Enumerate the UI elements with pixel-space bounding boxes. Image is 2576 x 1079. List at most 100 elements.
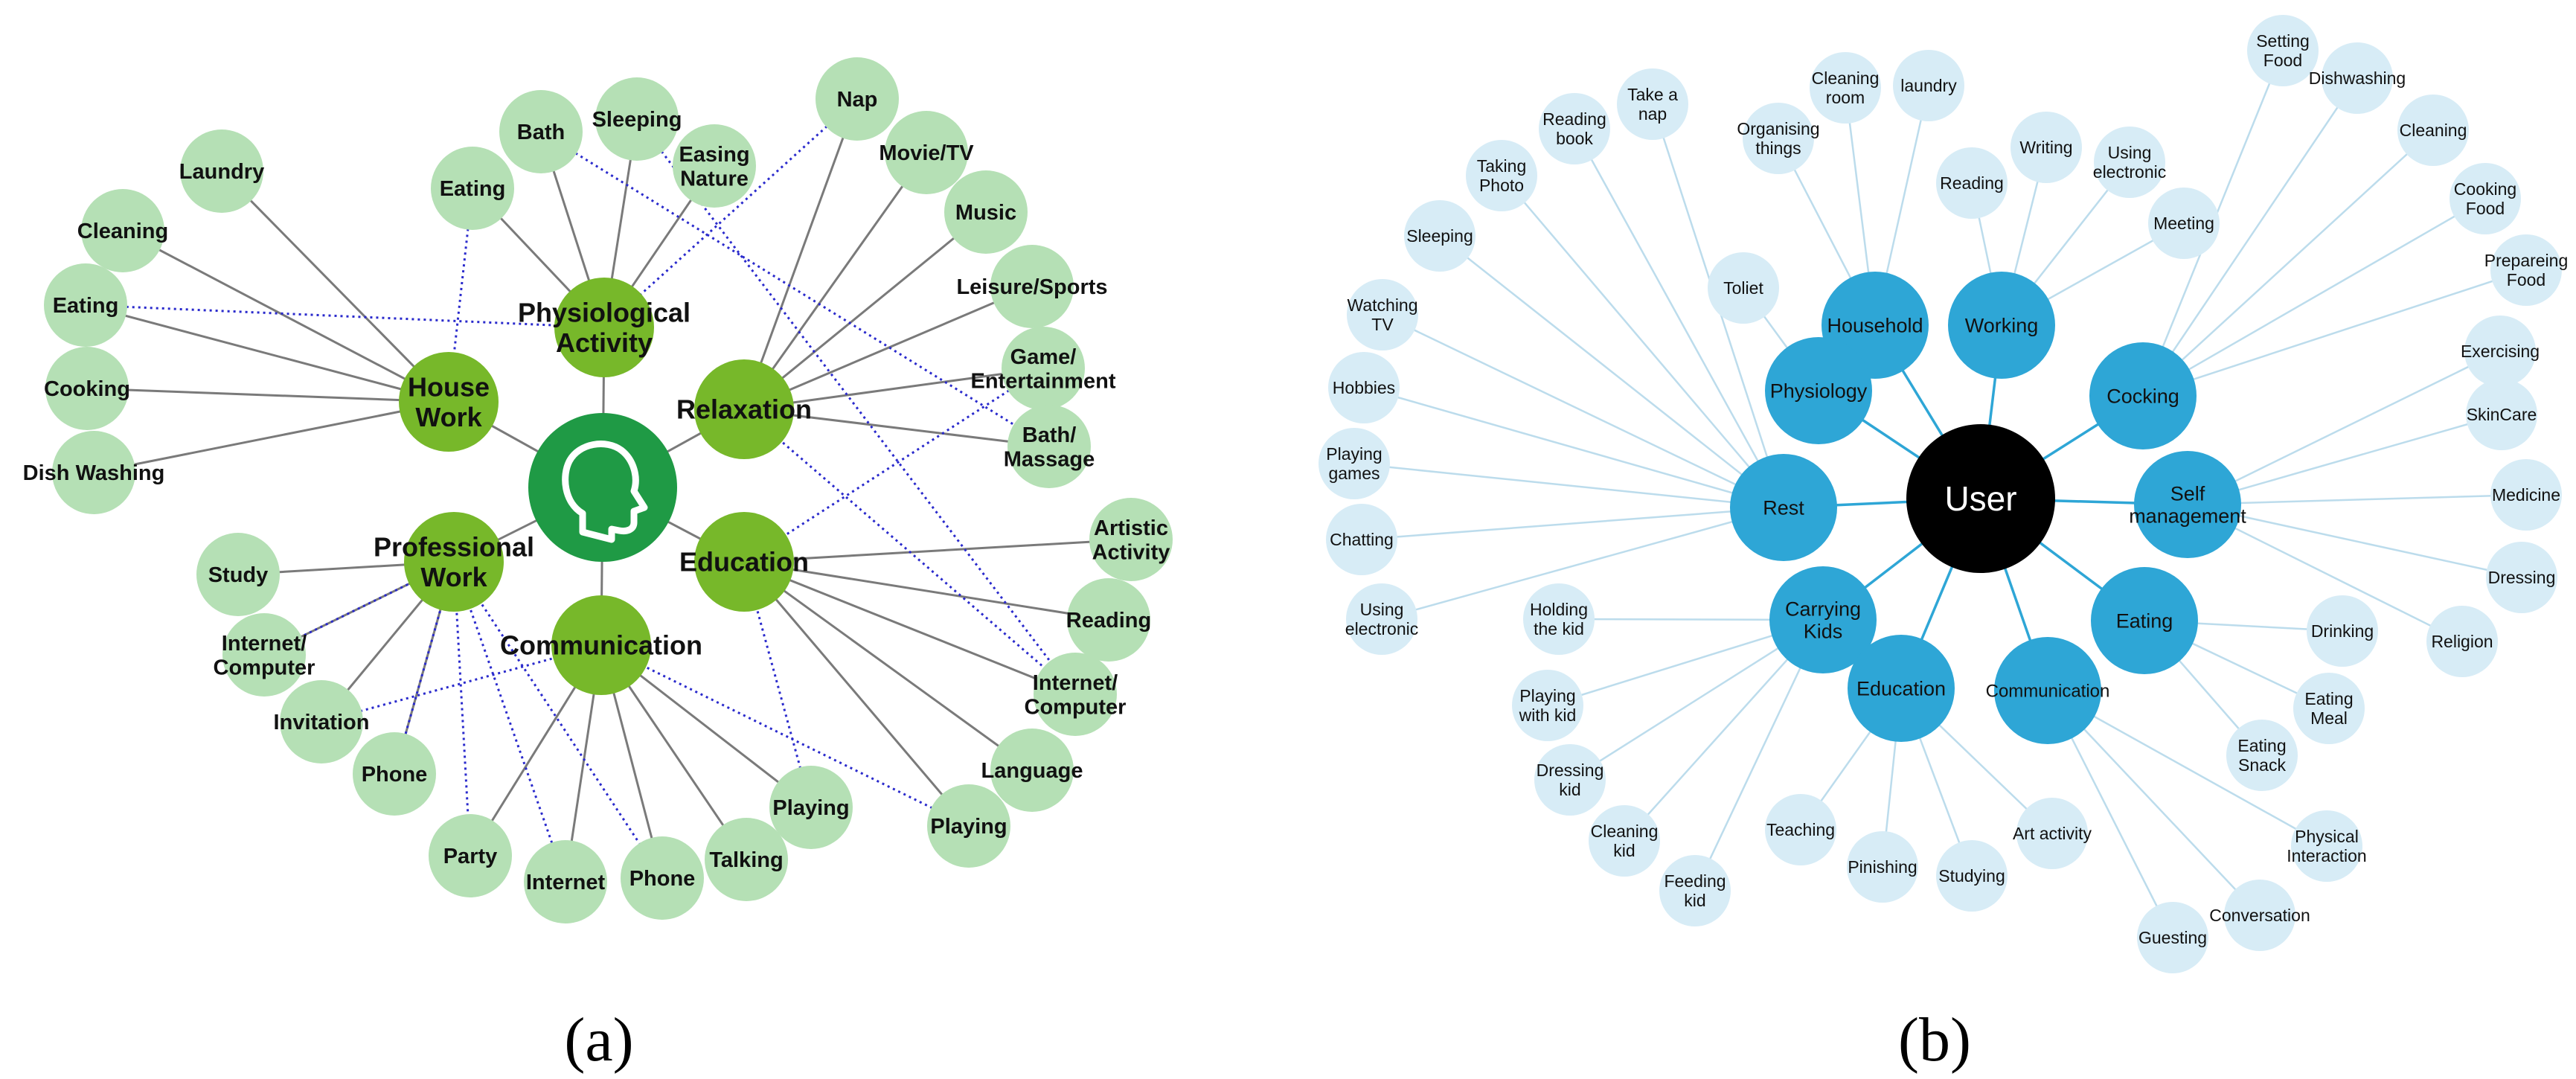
node-cooking: Cooking	[44, 347, 130, 430]
edge-house-laundry	[220, 170, 450, 403]
b-category-communication: Communication	[1986, 637, 2109, 744]
b-node-chatting-label: Chatting	[1330, 530, 1394, 549]
b-node-cleaningRoom-label: room	[1826, 88, 1865, 107]
node-eatingH: Eating	[44, 263, 127, 347]
b-node-medicine-circle	[2490, 459, 2562, 531]
b-node-physInteraction-label: Physical	[2295, 827, 2359, 846]
b-node-guesting-circle	[2137, 902, 2208, 973]
node-language: Language	[981, 729, 1083, 812]
node-playingE: Playing	[927, 784, 1010, 868]
b-category-education: Education	[1848, 635, 1955, 742]
edge-cocking-cookingFood	[2142, 197, 2486, 397]
b-node-exercising-circle	[2464, 316, 2536, 387]
edge-house-cooking	[86, 387, 449, 403]
node-bath: Bath	[499, 90, 583, 173]
b-node-preparing-label: Food	[2507, 270, 2545, 289]
b-category-carrying-circle	[1769, 566, 1877, 673]
b-node-takingPhoto-label: Photo	[1479, 176, 1524, 195]
b-node-preparing-circle	[2490, 234, 2562, 306]
b-node-guesting: Guesting	[2137, 902, 2208, 973]
node-phoneC-circle	[621, 836, 704, 920]
b-node-watchingTV-label: TV	[1371, 315, 1394, 334]
node-playingC-circle	[769, 766, 853, 849]
category-house-circle	[399, 352, 499, 452]
node-study-circle	[196, 533, 280, 616]
category-physio-label: Activity	[556, 327, 653, 358]
edge-house-cleaning	[122, 229, 449, 403]
b-category-rest-label: Rest	[1763, 496, 1804, 519]
b-node-eatingMeal-label: Meal	[2310, 708, 2348, 728]
head-profile-icon	[562, 441, 648, 543]
node-internetP-label: Internet/	[222, 632, 307, 656]
b-node-playingGames-label: Playing	[1326, 444, 1382, 464]
b-node-dishwashingB: Dishwashing	[2309, 42, 2406, 114]
node-laundry-label: Laundry	[179, 160, 264, 184]
node-easing-label: Nature	[680, 167, 749, 190]
edge-cocking-dishwashingB	[2141, 77, 2359, 397]
b-node-holdingKid-circle	[1523, 583, 1595, 655]
b-node-conversation-circle	[2224, 880, 2295, 951]
b-node-organising-label: Organising	[1737, 119, 1819, 138]
b-category-household-label: Household	[1827, 314, 1923, 336]
b-category-cocking-label: Cocking	[2106, 385, 2179, 407]
b-category-physiology-label: Physiology	[1770, 380, 1868, 402]
b-node-watchingTV-circle	[1347, 279, 1418, 350]
b-node-skincare-circle	[2466, 379, 2537, 450]
node-sleeping: Sleeping	[592, 77, 682, 161]
b-node-playingGames-label: games	[1328, 464, 1380, 483]
node-phoneC-label: Phone	[629, 867, 696, 891]
node-eatingP-circle	[431, 147, 514, 230]
node-phoneP-label: Phone	[362, 763, 428, 787]
b-node-teaching-circle	[1765, 794, 1836, 865]
b-node-chatting: Chatting	[1326, 504, 1397, 575]
b-node-writing-label: Writing	[2019, 138, 2072, 157]
category-prof-circle	[404, 512, 504, 612]
category-prof-label: Professional	[374, 531, 534, 562]
node-leisure: Leisure/Sports	[956, 245, 1108, 328]
b-node-eatingMeal-circle	[2293, 673, 2365, 744]
node-dishwashing-label: Dish Washing	[23, 461, 165, 485]
b-node-takingPhoto-circle	[1466, 140, 1537, 211]
b-node-takeNap-label: Take a	[1627, 85, 1678, 104]
b-node-eatingMeal-label: Eating	[2304, 689, 2353, 708]
b-node-usingElecW-circle	[2094, 127, 2165, 198]
node-easing-circle	[673, 124, 756, 208]
user-node: User	[1906, 424, 2055, 573]
node-language-circle	[990, 729, 1074, 812]
b-node-preparing-label: Prepareing	[2484, 251, 2569, 270]
b-node-readingBook-label: Reading	[1542, 109, 1606, 129]
b-node-usingElecW-label: Using	[2108, 143, 2152, 162]
b-node-takeNap-label: nap	[1638, 104, 1667, 124]
b-node-readingW: Reading	[1936, 147, 2008, 219]
b-node-drinking-circle	[2307, 595, 2378, 667]
edge-rest-watchingTV	[1382, 313, 1784, 509]
b-category-carrying-label: Carrying	[1785, 598, 1861, 620]
b-node-studying-circle	[1936, 840, 2008, 912]
node-leisure-label: Leisure/Sports	[956, 275, 1107, 299]
node-sleeping-circle	[595, 77, 679, 161]
b-node-cleaningKid-label: kid	[1613, 841, 1635, 860]
node-invitation-circle	[280, 680, 363, 763]
node-playingE-circle	[927, 784, 1010, 868]
b-node-religion: Religion	[2426, 606, 2498, 677]
node-bathmassage-label: Bath/	[1022, 423, 1077, 447]
node-internetC: Internet	[524, 840, 607, 923]
b-node-eatingSnack-circle	[2226, 720, 2298, 791]
b-node-playingKid-label: with kid	[1519, 705, 1577, 725]
b-node-cookingFood-label: Cooking	[2454, 179, 2516, 199]
edge-rest-hobbies	[1363, 386, 1784, 509]
category-house-label: Work	[415, 402, 482, 432]
b-category-working-circle	[1948, 272, 2055, 379]
category-relax: Relaxation	[676, 359, 812, 459]
b-category-self-label: Self	[2170, 482, 2205, 505]
b-node-exercising-label: Exercising	[2461, 342, 2540, 361]
b-node-settingFood-label: Setting	[2256, 31, 2310, 51]
edge-self-skincare	[2187, 413, 2502, 506]
